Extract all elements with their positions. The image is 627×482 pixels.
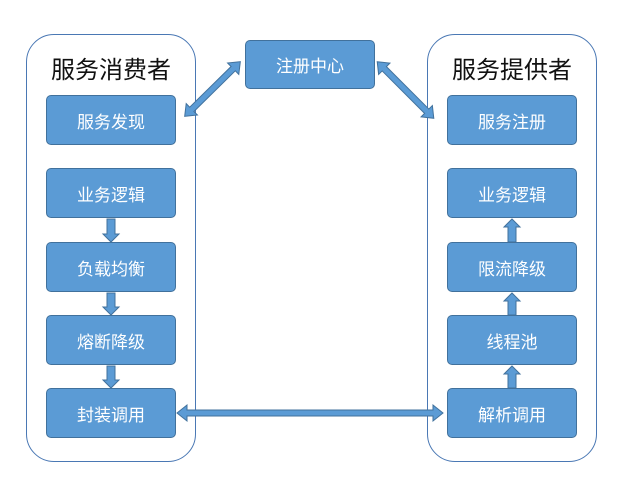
provider-business-logic: 业务逻辑 (447, 168, 577, 218)
arrow-invoke-link (176, 403, 444, 423)
provider-rate-limiting: 限流降级 (447, 242, 577, 292)
arrow-breaker-to-invoke (101, 365, 121, 389)
consumer-load-balancing: 负载均衡 (46, 242, 176, 292)
arrow-lb-to-breaker (101, 292, 121, 316)
arrow-parser-to-pool (502, 365, 522, 389)
consumer-circuit-breaker: 熔断降级 (46, 315, 176, 365)
arrow-registry-registration (376, 61, 435, 119)
consumer-business-logic: 业务逻辑 (46, 168, 176, 218)
arrow-pool-to-limit (502, 292, 522, 316)
provider-title: 服务提供者 (452, 56, 572, 84)
arrow-discovery-registry (184, 61, 241, 117)
provider-service-registration: 服务注册 (447, 95, 577, 145)
registry-box: 注册中心 (245, 40, 375, 89)
consumer-title: 服务消费者 (51, 56, 171, 84)
arrow-limit-to-logic (502, 218, 522, 243)
consumer-service-discovery: 服务发现 (46, 95, 176, 145)
provider-thread-pool: 线程池 (447, 315, 577, 365)
consumer-invoke-wrapper: 封装调用 (46, 388, 176, 438)
arrow-logic-to-lb (101, 218, 121, 243)
